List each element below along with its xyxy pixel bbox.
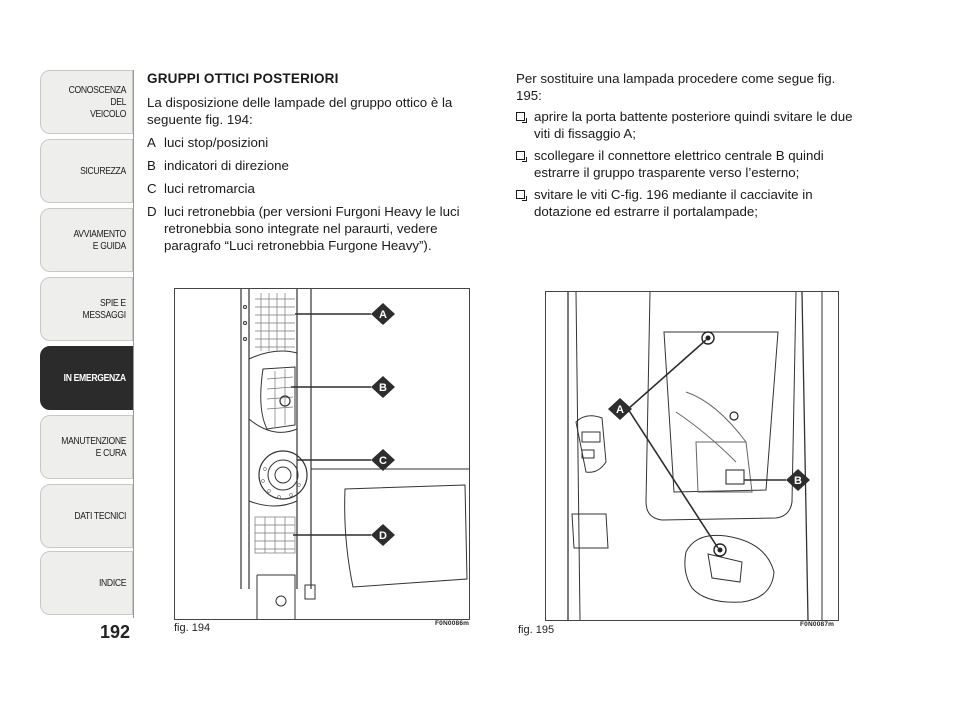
sidebar-divider <box>133 70 134 618</box>
figure-door-fixing-screws: A B <box>545 291 839 621</box>
legend-key: B <box>147 158 156 173</box>
legend-text: luci stop/posizioni <box>164 135 269 150</box>
svg-text:B: B <box>794 475 802 487</box>
callout-marker-a: A <box>608 398 632 420</box>
legend-item: B indicatori di direzione <box>147 157 492 174</box>
svg-text:B: B <box>379 382 387 394</box>
procedure-step: svitare le viti C-fig. 196 mediante il c… <box>516 186 861 220</box>
intro-paragraph: La disposizione delle lampade del gruppo… <box>147 95 453 127</box>
legend-key: A <box>147 135 156 150</box>
svg-text:A: A <box>379 309 387 321</box>
tab-avviamento-e-guida[interactable]: AVVIAMENTO E GUIDA <box>40 208 133 272</box>
procedure-step: scollegare il connettore elettrico centr… <box>516 147 861 181</box>
figure-code: F0N0086m <box>435 620 470 627</box>
tab-conoscenza-del-veicolo[interactable]: CONOSCENZA DEL VEICOLO <box>40 70 133 134</box>
tab-dati-tecnici[interactable]: DATI TECNICI <box>40 484 133 548</box>
procedure-step: aprire la porta battente posteriore quin… <box>516 108 861 142</box>
tab-sicurezza[interactable]: SICUREZZA <box>40 139 133 203</box>
legend-key: D <box>147 204 157 219</box>
step-text: aprire la porta battente posteriore quin… <box>534 109 853 141</box>
tab-indice[interactable]: INDICE <box>40 551 133 615</box>
svg-text:A: A <box>616 404 624 416</box>
legend-text: indicatori di direzione <box>164 158 289 173</box>
legend-item: C luci retromarcia <box>147 180 492 197</box>
tab-manutenzione-e-cura[interactable]: MANUTENZIONE E CURA <box>40 415 133 479</box>
procedure-intro: Per sostituire una lampada procedere com… <box>516 71 836 103</box>
figure-caption: fig. 195 <box>518 624 555 636</box>
checkbox-bullet-icon <box>516 112 527 123</box>
callout-marker-d: D <box>371 524 395 546</box>
figure-rear-light-cluster: A B C D <box>174 288 470 620</box>
legend-text: luci retromarcia <box>164 181 255 196</box>
legend-item: D luci retronebbia (per versioni Furgoni… <box>147 203 492 254</box>
figure-code: F0N0087m <box>800 621 835 628</box>
door-interior-illustration: A B <box>567 292 823 620</box>
figure-caption: fig. 194 <box>174 622 211 634</box>
callout-marker-c: C <box>371 449 395 471</box>
page-number: 192 <box>100 622 131 642</box>
callout-marker-a: A <box>371 303 395 325</box>
right-column: Per sostituire una lampada procedere com… <box>516 70 861 225</box>
legend-item: A luci stop/posizioni <box>147 134 492 151</box>
svg-text:C: C <box>379 455 387 467</box>
left-column: GRUPPI OTTICI POSTERIORI La disposizione… <box>147 70 492 260</box>
checkbox-bullet-icon <box>516 190 527 201</box>
rear-light-illustration: A B C D <box>240 289 469 619</box>
legend-key: C <box>147 181 157 196</box>
callout-marker-b: B <box>371 376 395 398</box>
legend-text: luci retronebbia (per versioni Furgoni H… <box>164 204 460 253</box>
section-heading: GRUPPI OTTICI POSTERIORI <box>147 71 339 86</box>
tab-spie-e-messaggi[interactable]: SPIE E MESSAGGI <box>40 277 133 341</box>
step-text: scollegare il connettore elettrico centr… <box>534 148 824 180</box>
tab-in-emergenza[interactable]: IN EMERGENZA <box>40 346 133 410</box>
checkbox-bullet-icon <box>516 151 527 162</box>
svg-text:D: D <box>379 530 387 542</box>
step-text: svitare le viti C-fig. 196 mediante il c… <box>534 187 813 219</box>
callout-marker-b: B <box>786 469 810 491</box>
